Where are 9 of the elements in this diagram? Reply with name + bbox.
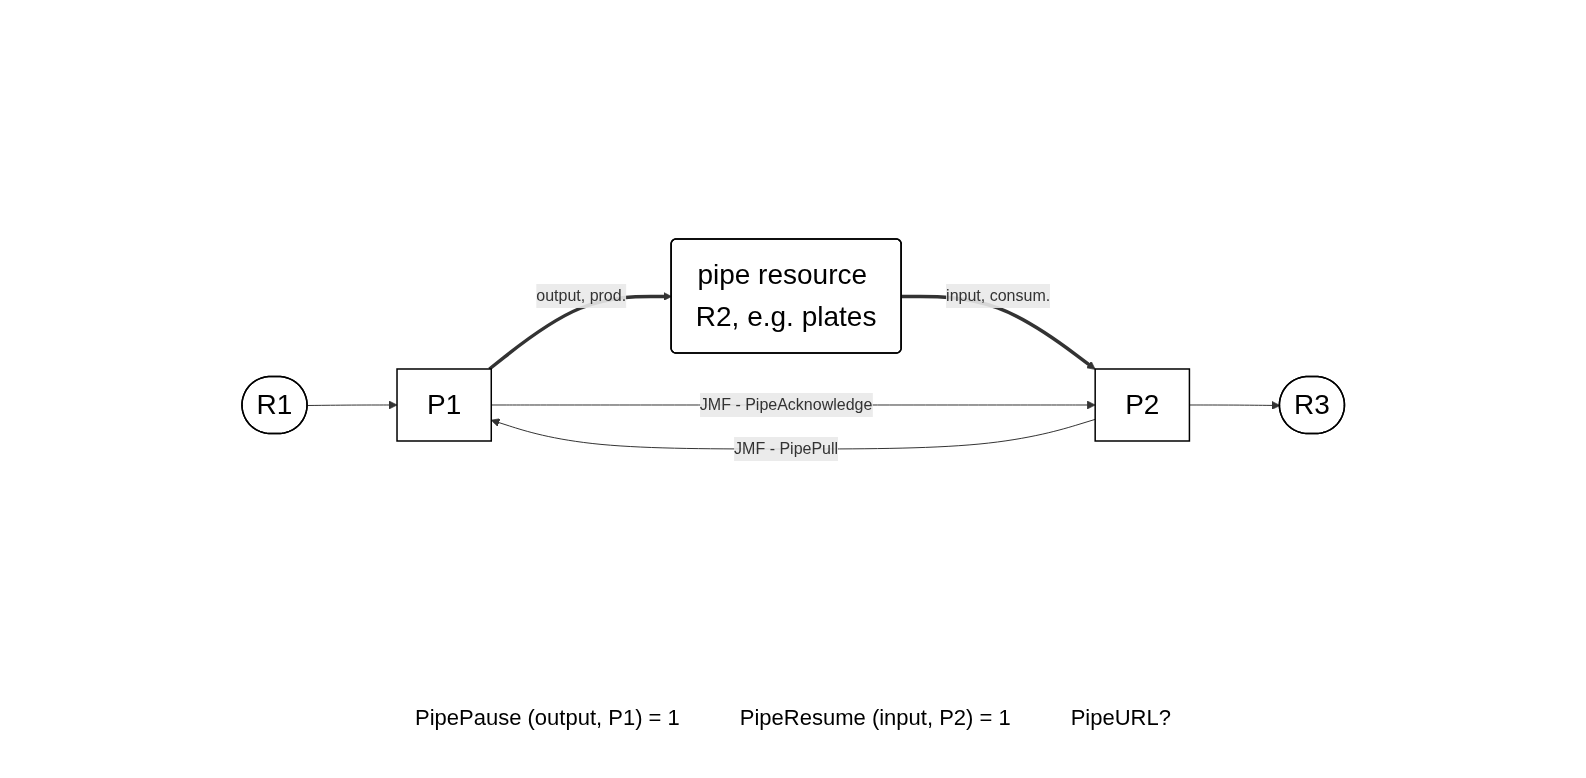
node-box: P1	[396, 368, 492, 442]
edge-label: input, consum.	[945, 287, 1050, 304]
note-text: PipeResume (input, P2) = 1	[739, 705, 1011, 731]
node-box: P2	[1094, 368, 1190, 442]
edge-label: JMF - PipePull	[733, 440, 838, 457]
edge-label: output, prod.	[536, 287, 626, 304]
edge-label: JMF - PipeAcknowledge	[699, 396, 873, 413]
note-text: PipePause (output, P1) = 1	[415, 705, 680, 731]
note-text: PipeURL?	[1070, 705, 1171, 731]
